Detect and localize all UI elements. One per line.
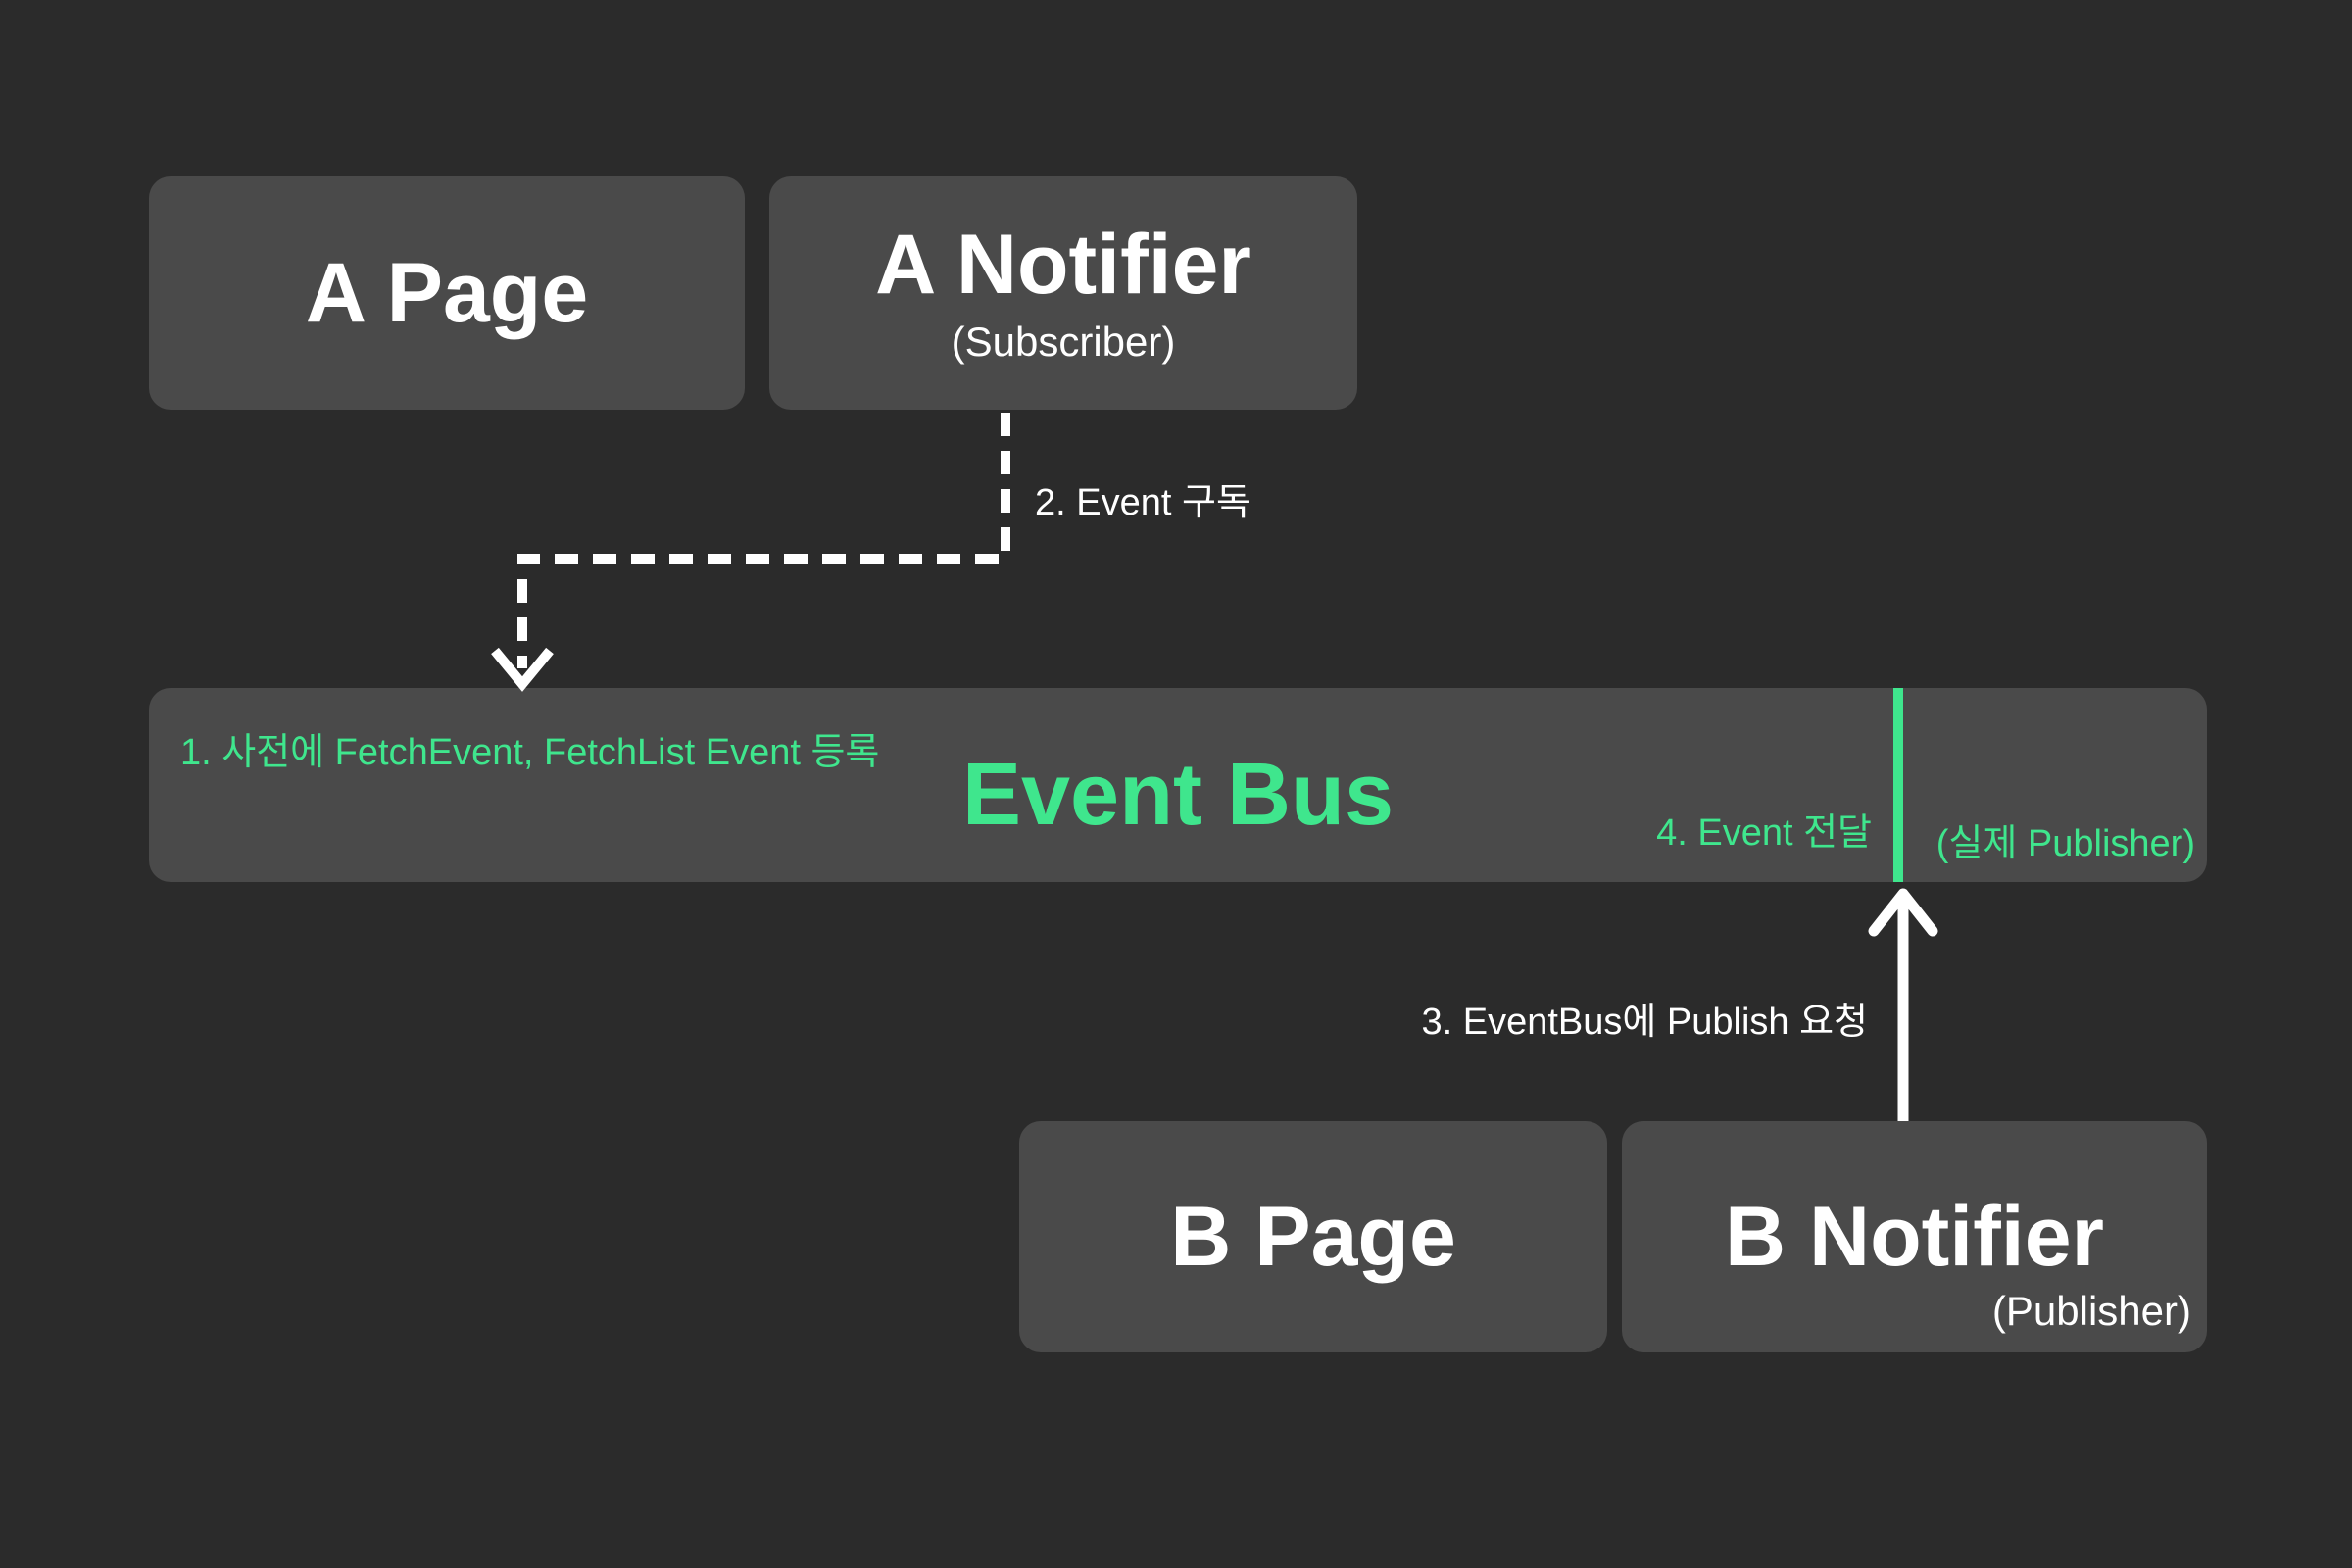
event-bus-publisher-note: (실제 Publisher) <box>1936 823 2195 864</box>
node-a-page: A Page <box>149 176 745 410</box>
publish-arrow-solid <box>1868 888 1938 1121</box>
event-bus-title: Event Bus <box>961 746 1395 844</box>
a-page-title: A Page <box>305 245 589 340</box>
a-notifier-title: A Notifier <box>875 217 1251 312</box>
node-b-notifier: B Notifier (Publisher) <box>1622 1121 2207 1352</box>
subscribe-arrow-dashed <box>491 413 1010 692</box>
b-notifier-title: B Notifier <box>1725 1189 2104 1284</box>
publish-arrow-label: 3. EventBus에 Publish 요청 <box>1421 1002 1868 1043</box>
b-page-title: B Page <box>1170 1189 1456 1284</box>
node-a-notifier: A Notifier (Subscriber) <box>769 176 1357 410</box>
a-notifier-subtitle: (Subscriber) <box>951 318 1176 366</box>
b-notifier-subtitle: (Publisher) <box>1991 1288 2191 1334</box>
node-event-bus: 1. 사전에 FetchEvent, FetchList Event 등록 Ev… <box>149 688 2207 882</box>
event-bus-delivery-note: 4. Event 전달 <box>1656 812 1872 854</box>
event-bus-green-divider-line <box>1893 688 1903 882</box>
node-b-page: B Page <box>1019 1121 1607 1352</box>
subscribe-arrow-label: 2. Event 구독 <box>1035 482 1250 523</box>
event-bus-registration-note: 1. 사전에 FetchEvent, FetchList Event 등록 <box>180 732 880 773</box>
